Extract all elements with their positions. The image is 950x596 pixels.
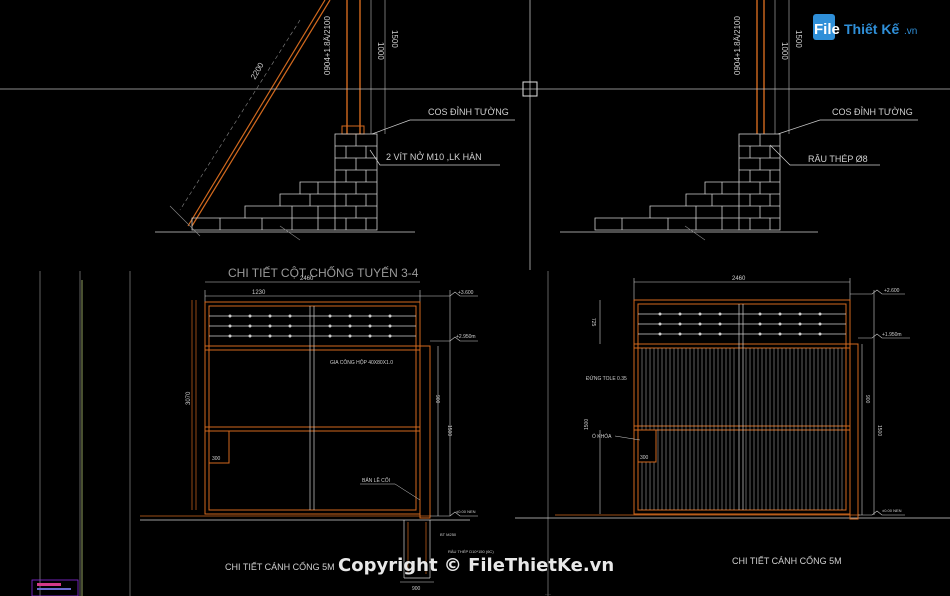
filethietke-logo: File Thiết Kế .vn bbox=[812, 10, 922, 44]
elev-left-top: +3.600 bbox=[458, 290, 474, 296]
note-rau-thep: RÂU THÉP Ø8 bbox=[808, 154, 868, 164]
dim-0904-right: 0904+1.8Ä/2100 bbox=[733, 16, 742, 75]
detail-column-right: 0904+1.8Ä/2100 1000 1500 COS ĐỈNH TƯỜNG … bbox=[560, 0, 918, 241]
note-cos-dinh-tuong-left: COS ĐỈNH TƯỜNG bbox=[428, 106, 509, 117]
dim-1000-left: 1000 bbox=[376, 42, 385, 60]
dim-1000-right: 1000 bbox=[780, 42, 789, 60]
note-gia-cong-hop: GIA CÔNG HỘP 40X80X1.0 bbox=[330, 359, 393, 366]
section-title-column: CHI TIẾT CỘT CHỐNG TUYẾN 3-4 bbox=[228, 265, 419, 280]
dim-1500-left: 1500 bbox=[390, 30, 399, 48]
elev-left-mid: +2.950m bbox=[456, 334, 476, 340]
note-rau-thep-d10: RÂU THÉP D10*150 (6C) bbox=[448, 549, 494, 554]
dim-1500-side-left: 1500 bbox=[446, 425, 452, 436]
dim-2460-left: 2460 bbox=[300, 276, 314, 282]
viewport-borders bbox=[39, 271, 549, 596]
dim-1500-right-gate: 1500 bbox=[876, 425, 882, 436]
logo-file: File bbox=[814, 21, 840, 38]
gate-elevation-right: 2460 300 725 1500 bbox=[515, 276, 950, 566]
dim-1230: 1230 bbox=[252, 290, 266, 296]
elev-right-mid: +1.950m bbox=[882, 332, 902, 338]
dim-1500-left-gate: 1500 bbox=[584, 419, 590, 430]
dim-300-left: 300 bbox=[212, 456, 221, 462]
logo-thiet-ke: Thiết Kế bbox=[844, 21, 899, 37]
dim-3070: 3070 bbox=[186, 391, 192, 405]
note-cos-dinh-tuong-right: COS ĐỈNH TƯỜNG bbox=[832, 106, 913, 117]
dim-725-right: 725 bbox=[590, 318, 596, 327]
logo-badge bbox=[813, 14, 835, 40]
note-ban-le-coi: BẢN LỀ CỐI bbox=[362, 477, 390, 484]
mini-title-block bbox=[31, 579, 79, 596]
dim-2460-right: 2460 bbox=[732, 276, 746, 282]
title-gate-left: CHI TIẾT CÁNH CỔNG 5M bbox=[225, 561, 335, 572]
note-bt-250: BT M250 bbox=[440, 532, 457, 537]
dim-1500-right: 1500 bbox=[794, 30, 803, 48]
tole-sheet-ribs bbox=[641, 348, 843, 510]
elev-left-ground: ±0.00 NEN bbox=[456, 509, 476, 514]
elev-right-ground: ±0.00 NEN bbox=[882, 508, 902, 513]
logo-domain: .vn bbox=[904, 26, 917, 37]
note-o-khoa: Ổ KHÓA bbox=[592, 433, 612, 440]
dim-0904-left: 0904+1.8Ä/2100 bbox=[323, 16, 332, 75]
copyright-watermark: Copyright © FileThietKe.vn bbox=[338, 555, 615, 576]
note-vit-no: 2 VÍT NỞ M10 ,LK HÀN bbox=[386, 151, 482, 162]
dim-300-right: 300 bbox=[640, 455, 649, 461]
dim-2200: 2200 bbox=[249, 61, 266, 81]
elev-right-top: +2.600 bbox=[884, 288, 900, 294]
dim-900-left-gate: 900 bbox=[434, 395, 440, 404]
cad-cursor-crosshair[interactable] bbox=[0, 0, 950, 270]
dim-900-right-gate: 900 bbox=[864, 395, 870, 404]
gate-elevation-left: 2460 1230 300 3070 bbox=[140, 276, 494, 592]
note-dung-tole: ĐỨNG TOLE 0.35 bbox=[586, 375, 627, 382]
dim-900-bottom: 900 bbox=[412, 586, 421, 592]
bottom-marker: ··· bbox=[545, 592, 551, 596]
detail-column-left: 2200 0904+1.8Ä/2100 1000 1500 COS ĐỈNH T… bbox=[155, 0, 515, 241]
title-gate-right: CHI TIẾT CÁNH CỔNG 5M bbox=[732, 555, 842, 566]
